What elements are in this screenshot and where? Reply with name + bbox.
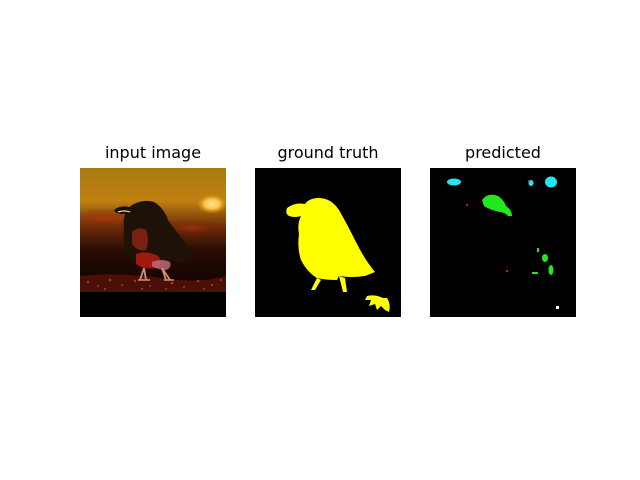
bird-silhouette	[114, 200, 192, 281]
predicted-title: predicted	[465, 143, 541, 162]
input-image	[80, 168, 226, 317]
bird-mask	[286, 198, 375, 280]
foot-mask	[365, 295, 390, 312]
ground-truth-title: ground truth	[277, 143, 379, 162]
input-image-title: input image	[104, 143, 202, 162]
ground-truth-mask	[255, 168, 401, 317]
ground-truth-panel	[255, 168, 401, 317]
predicted-mask	[430, 168, 576, 317]
input-image-panel	[80, 168, 226, 317]
predicted-panel	[430, 168, 576, 317]
predicted-segments	[447, 176, 559, 309]
bird-mask-legs	[311, 276, 347, 292]
